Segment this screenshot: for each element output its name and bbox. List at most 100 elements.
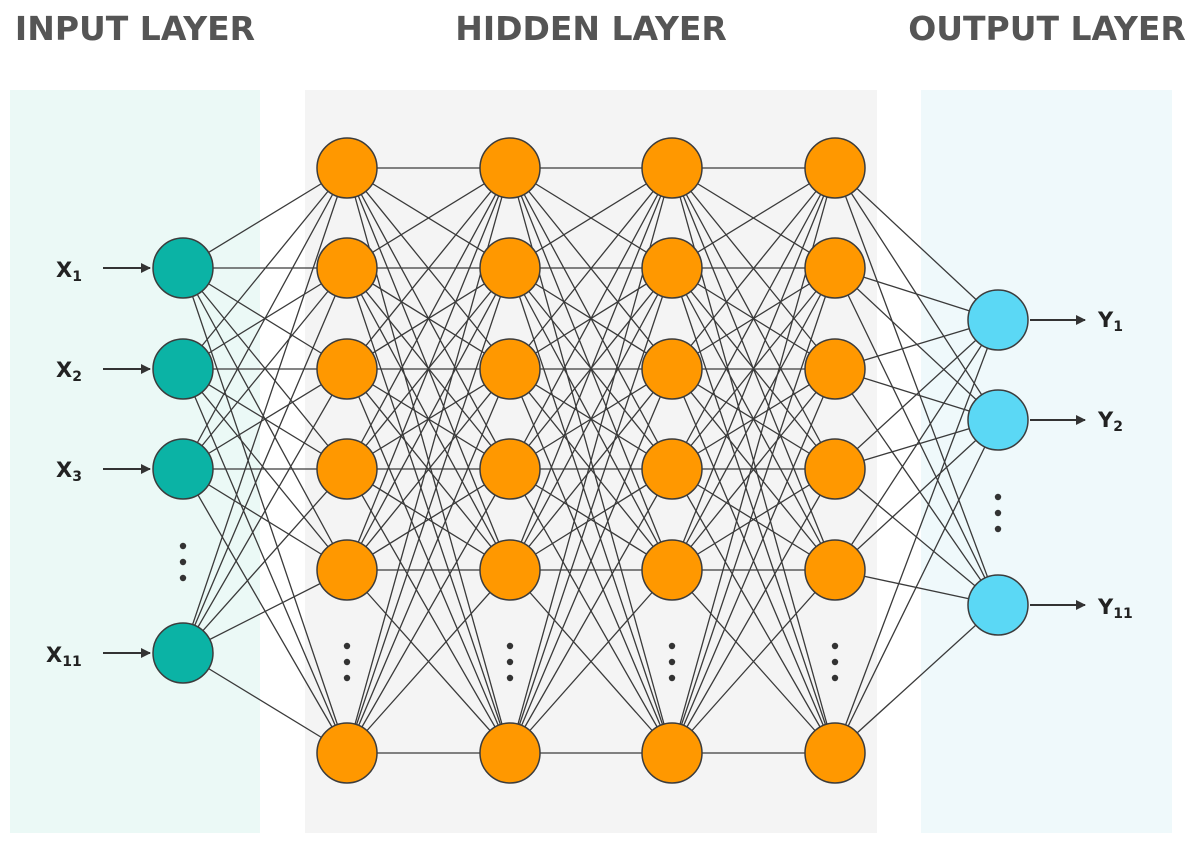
connection-line [182,468,348,654]
connection-line [834,167,999,606]
hidden-ellipsis [831,642,839,682]
ellipsis-dot [179,558,187,566]
connection-line [671,468,836,571]
connection-line [346,167,511,269]
neurons [152,137,1029,784]
hidden-neuron [804,137,866,199]
connection-line [182,368,348,470]
connection-line [182,267,348,470]
hidden-neuron [641,438,703,500]
connection-line [834,419,999,754]
ellipsis-dot [506,658,514,666]
ellipsis-dot [831,658,839,666]
connection-line [834,319,999,470]
ellipsis-dot [506,642,514,650]
connection-line [834,167,999,321]
hidden-neuron [804,438,866,500]
connection-line [182,167,348,370]
connection-line [509,267,673,754]
ellipsis-dot [831,674,839,682]
output-neuron [967,574,1029,636]
hidden-ellipsis [343,642,351,682]
input-neuron [152,622,214,684]
io-arrows [103,263,1086,658]
output-ellipsis [994,493,1002,533]
connection-line [346,267,511,754]
connection-line [671,167,836,269]
output-neuron [967,389,1029,451]
ellipsis-dot [668,658,676,666]
hidden-neuron [316,438,378,500]
connection-line [834,319,999,571]
connection-line [834,319,999,754]
connection-line [509,368,673,754]
connection-line [182,267,348,654]
ellipsis-dot [994,525,1002,533]
hidden-neuron [316,338,378,400]
connection-line [671,167,836,470]
connection-line [509,468,673,754]
ellipsis-dot [179,542,187,550]
connection-line [509,167,673,571]
connection-line [346,569,511,754]
ellipsis-dot [668,642,676,650]
connection-line [182,468,348,571]
input-neuron [152,438,214,500]
ellipsis-dot [668,674,676,682]
input-label-x1: X1 [56,258,82,285]
input-label-x11: X11 [46,643,82,670]
ellipsis-dot [343,642,351,650]
hidden-neuron [479,438,541,500]
connection-line [509,267,673,571]
connection-line [671,167,836,370]
input-ellipsis [179,542,187,582]
hidden-neuron [804,237,866,299]
output-label-y11: Y11 [1097,595,1133,622]
input-label-x2: X2 [56,358,82,385]
hidden-neuron [641,237,703,299]
hidden-neuron [641,539,703,601]
connection-line [346,167,511,571]
ellipsis-dot [831,642,839,650]
ellipsis-dot [994,493,1002,501]
hidden-neuron [804,722,866,784]
connection-line [509,569,673,754]
hidden-neuron [479,237,541,299]
connection-line [671,468,836,754]
ellipses [179,493,1002,682]
connection-line [182,167,348,470]
connection-line [182,167,348,269]
connection-line [671,569,836,754]
hidden-layer-title: HIDDEN LAYER [455,9,727,48]
hidden-neuron [641,722,703,784]
hidden-ellipsis [668,642,676,682]
connection-line [509,468,673,571]
output-neuron [967,289,1029,351]
hidden-neuron [479,137,541,199]
input-label-x3: X3 [56,458,82,485]
connection-line [671,368,836,754]
connection-line [346,368,511,571]
hidden-neuron [804,539,866,601]
input-layer-panel [10,90,260,833]
connection-line [671,167,836,571]
connection-line [671,368,836,571]
connection-line [182,652,348,754]
connection-line [671,267,836,571]
connection-line [182,167,348,654]
hidden-neuron [641,137,703,199]
connection-line [671,267,836,754]
connection-line [346,167,511,370]
connection-line [834,368,999,606]
ellipsis-dot [179,574,187,582]
hidden-neuron [641,338,703,400]
connection-line [346,267,511,571]
connection-line [509,167,673,269]
connection-line [509,167,673,370]
hidden-neuron [316,722,378,784]
hidden-neuron [316,237,378,299]
connection-line [346,468,511,571]
hidden-neuron [316,137,378,199]
ellipsis-dot [343,674,351,682]
